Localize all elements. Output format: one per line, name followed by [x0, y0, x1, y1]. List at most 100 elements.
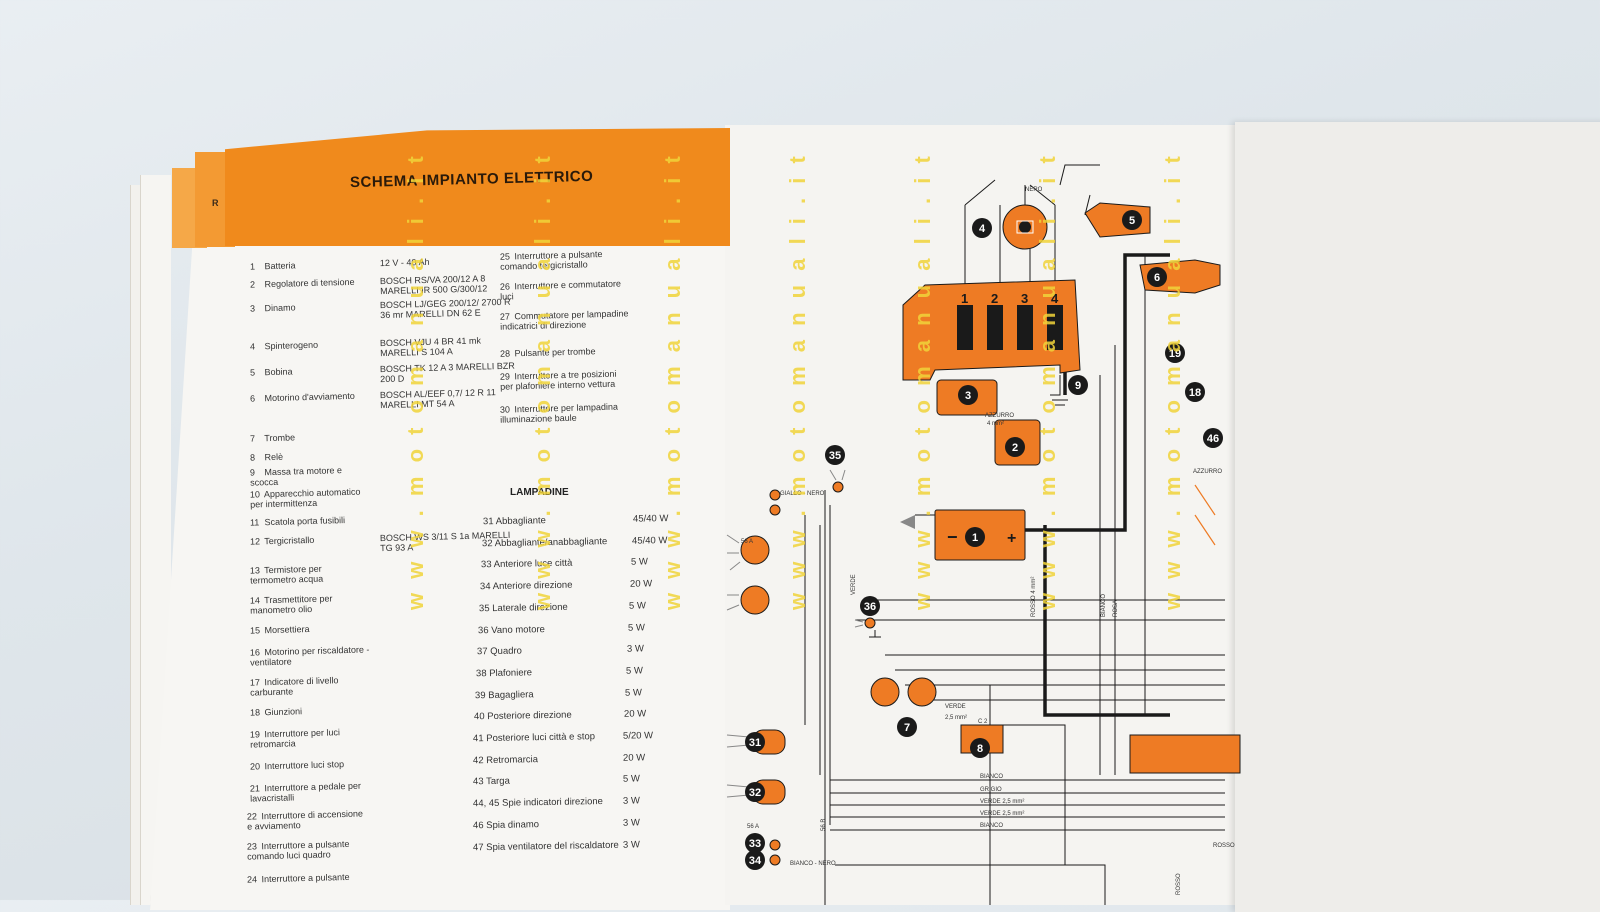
pin-label: 2 — [991, 291, 998, 306]
component-item-number: 1 — [249, 261, 256, 272]
callout-badge: 18 — [1185, 382, 1205, 402]
lamp-item-number: 32 — [481, 537, 493, 549]
lamp-rays — [726, 469, 864, 798]
lamp-item-w: 5 W — [627, 621, 645, 634]
lamp-item-label: Plafoniere — [489, 667, 533, 679]
callout-number: 32 — [749, 787, 761, 799]
callout-number: 3 — [965, 390, 971, 402]
component-item-label: Massa tra motore e scocca — [250, 465, 343, 488]
lamp-item-w: 5 W — [625, 665, 643, 677]
lamp-item-number: 36 — [477, 624, 489, 636]
lamp-item-label: Spia dinamo — [486, 818, 540, 831]
lamp-item-number: 40 — [473, 711, 485, 723]
wire-label: GRIGIO — [980, 787, 1002, 793]
component-item-number: 6 — [249, 393, 256, 404]
wire-label: ROSA — [1113, 600, 1119, 617]
component-item-number: 28 — [499, 348, 511, 359]
callout-number: 9 — [1075, 380, 1081, 392]
wire-label: ROSSO — [1176, 873, 1182, 895]
wire-label: AZZURRO — [985, 413, 1014, 419]
component-item-label: Commutatore per lampadine indicatrici di… — [500, 308, 629, 333]
component-item-number: 8 — [249, 452, 256, 463]
callout-circle — [860, 596, 880, 616]
callout-badge: 5 — [1122, 210, 1142, 230]
callout-badge: 36 — [860, 596, 880, 616]
arrow-icon — [900, 515, 915, 529]
callout-number: 4 — [979, 223, 986, 235]
wire-label: VERDE — [945, 704, 966, 710]
watermark: w w w . m o t o m a n u a l i . i t — [1035, 152, 1060, 610]
callout-number: 36 — [864, 601, 876, 613]
wire-label: BIANCO — [1101, 594, 1107, 617]
component-item: 30 Interruttore per lampadina illuminazi… — [500, 401, 630, 425]
callout-circle — [745, 732, 765, 752]
wire-label: ROSSO — [1213, 843, 1235, 849]
component-item-number: 10 — [249, 489, 261, 500]
lamp-item-number: 47 — [472, 841, 484, 853]
callout-number: 6 — [1154, 272, 1160, 284]
component-item: 29 Interruttore a tre posizioni per plaf… — [500, 368, 630, 392]
component-item: 17 Indicatore di livello carburante — [250, 674, 371, 698]
callout-circle — [1122, 210, 1142, 230]
engine-block — [902, 279, 1081, 381]
lamp-item-number: 35 — [478, 602, 490, 615]
callout-circle — [970, 738, 990, 758]
callout-circle — [958, 385, 978, 405]
component-item-number: 3 — [249, 303, 256, 314]
callout-badge: 9 — [1068, 375, 1088, 395]
component-item-number: 26 — [499, 281, 511, 292]
distributor — [1002, 204, 1048, 250]
component-item-label: Interruttore a tre posizioni per plafoni… — [500, 368, 617, 393]
component-item-label: Motorino d'avviamento — [264, 390, 355, 404]
component-item-number: 7 — [249, 433, 256, 444]
component-item: 26 Interruttore e commutatore luci — [499, 278, 630, 303]
component-item-label: Trombe — [264, 432, 296, 444]
lamp-item-w: 3 W — [622, 817, 640, 829]
component-item-number: 16 — [249, 647, 261, 658]
component-item: 16 Motorino per riscaldatore - ventilato… — [250, 644, 371, 668]
callout-badge: 35 — [825, 445, 845, 465]
component-item-label: Giunzioni — [264, 706, 303, 718]
lamp-item-number: 34 — [479, 581, 491, 593]
component-item-label: Interruttore per luci retromarcia — [250, 727, 341, 750]
lamp-item: 46 Spia dinamo 3 W — [472, 817, 640, 832]
lamp-item-w: 5 W — [624, 686, 642, 699]
callout-badge: 31 — [745, 732, 765, 752]
component-item-label: Interruttore a pedale per lavacristalli — [250, 780, 362, 804]
component-item-number: 2 — [249, 279, 256, 290]
callout-number: 33 — [749, 838, 761, 850]
component-item: 9 Massa tra motore e scocca — [250, 464, 371, 488]
tab-mark: R — [212, 198, 219, 208]
component-item-number: 20 — [249, 761, 261, 772]
component-item-number: 9 — [249, 467, 256, 478]
lamp-item-number: 44, 45 — [472, 797, 500, 810]
lamp-item-number: 46 — [472, 819, 484, 832]
component-item-label: Scatola porta fusibili — [264, 515, 346, 528]
lamp-item-label: Vano motore — [491, 623, 546, 636]
callout-number: 46 — [1207, 433, 1219, 445]
callout-circle — [825, 445, 845, 465]
wiring-diagram: − + — [726, 164, 1241, 905]
component-item-number: 12 — [249, 536, 261, 547]
callout-badge: 34 — [745, 850, 765, 870]
lamps-title: LAMPADINE — [510, 487, 569, 498]
wire-label: 2,5 mm² — [945, 715, 967, 721]
component-item-label: Indicatore di livello carburante — [250, 675, 339, 698]
wire-label: AZZURRO — [1193, 469, 1222, 475]
component-item: 27 Commutatore per lampadine indicatrici… — [500, 308, 630, 332]
lamp-item-number: 41 — [472, 733, 484, 745]
callout-badge: 32 — [745, 782, 765, 802]
lamp-item-w: 3 W — [626, 643, 644, 655]
lamp-item-w: 5 W — [630, 556, 648, 569]
callout-number: 8 — [977, 743, 983, 755]
wire-label: VERDE — [851, 574, 857, 595]
component-item-number: 29 — [499, 371, 511, 382]
horn-shape — [870, 677, 900, 707]
component-item-number: 24 — [246, 874, 258, 885]
callout-badge: 46 — [1203, 428, 1223, 448]
wire-label: NERO — [1025, 187, 1043, 193]
wire-label: VERDE 2,5 mm² — [980, 799, 1024, 805]
component-item-number: 18 — [249, 707, 261, 718]
lamp-item-w: 20 W — [623, 708, 647, 720]
